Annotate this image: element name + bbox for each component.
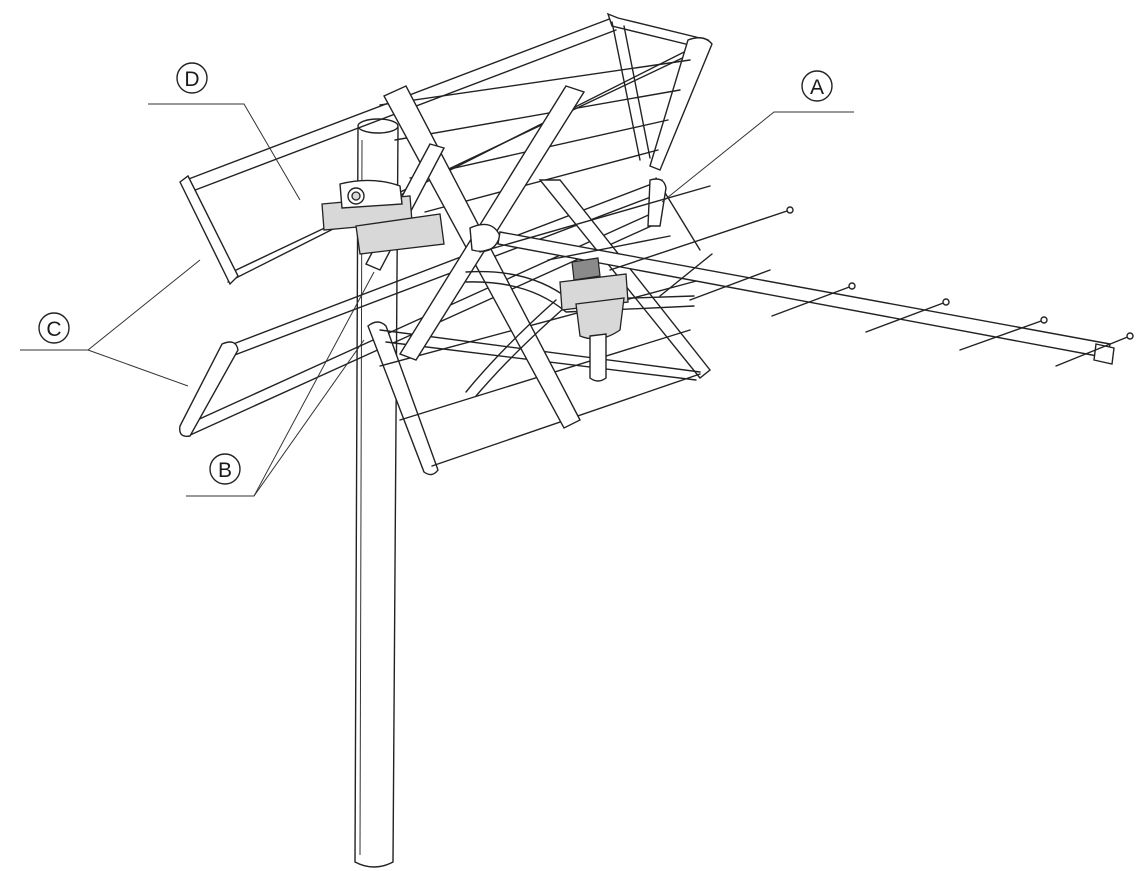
yagi-directors xyxy=(479,185,1134,367)
callout-c: C xyxy=(38,312,70,344)
yagi-boom xyxy=(497,231,1115,365)
mast-pole xyxy=(354,118,399,868)
leader-lines xyxy=(20,103,854,497)
callout-label-c: C xyxy=(46,318,61,341)
callout-a: A xyxy=(801,70,833,102)
callout-label-a: A xyxy=(810,76,824,99)
callout-d: D xyxy=(176,62,208,94)
director-frame xyxy=(365,85,711,476)
callout-label-d: D xyxy=(184,68,199,91)
callout-b: B xyxy=(209,453,241,485)
dipole-assembly xyxy=(465,257,695,397)
mast-clamp xyxy=(321,179,501,255)
callout-label-b: B xyxy=(218,459,232,482)
